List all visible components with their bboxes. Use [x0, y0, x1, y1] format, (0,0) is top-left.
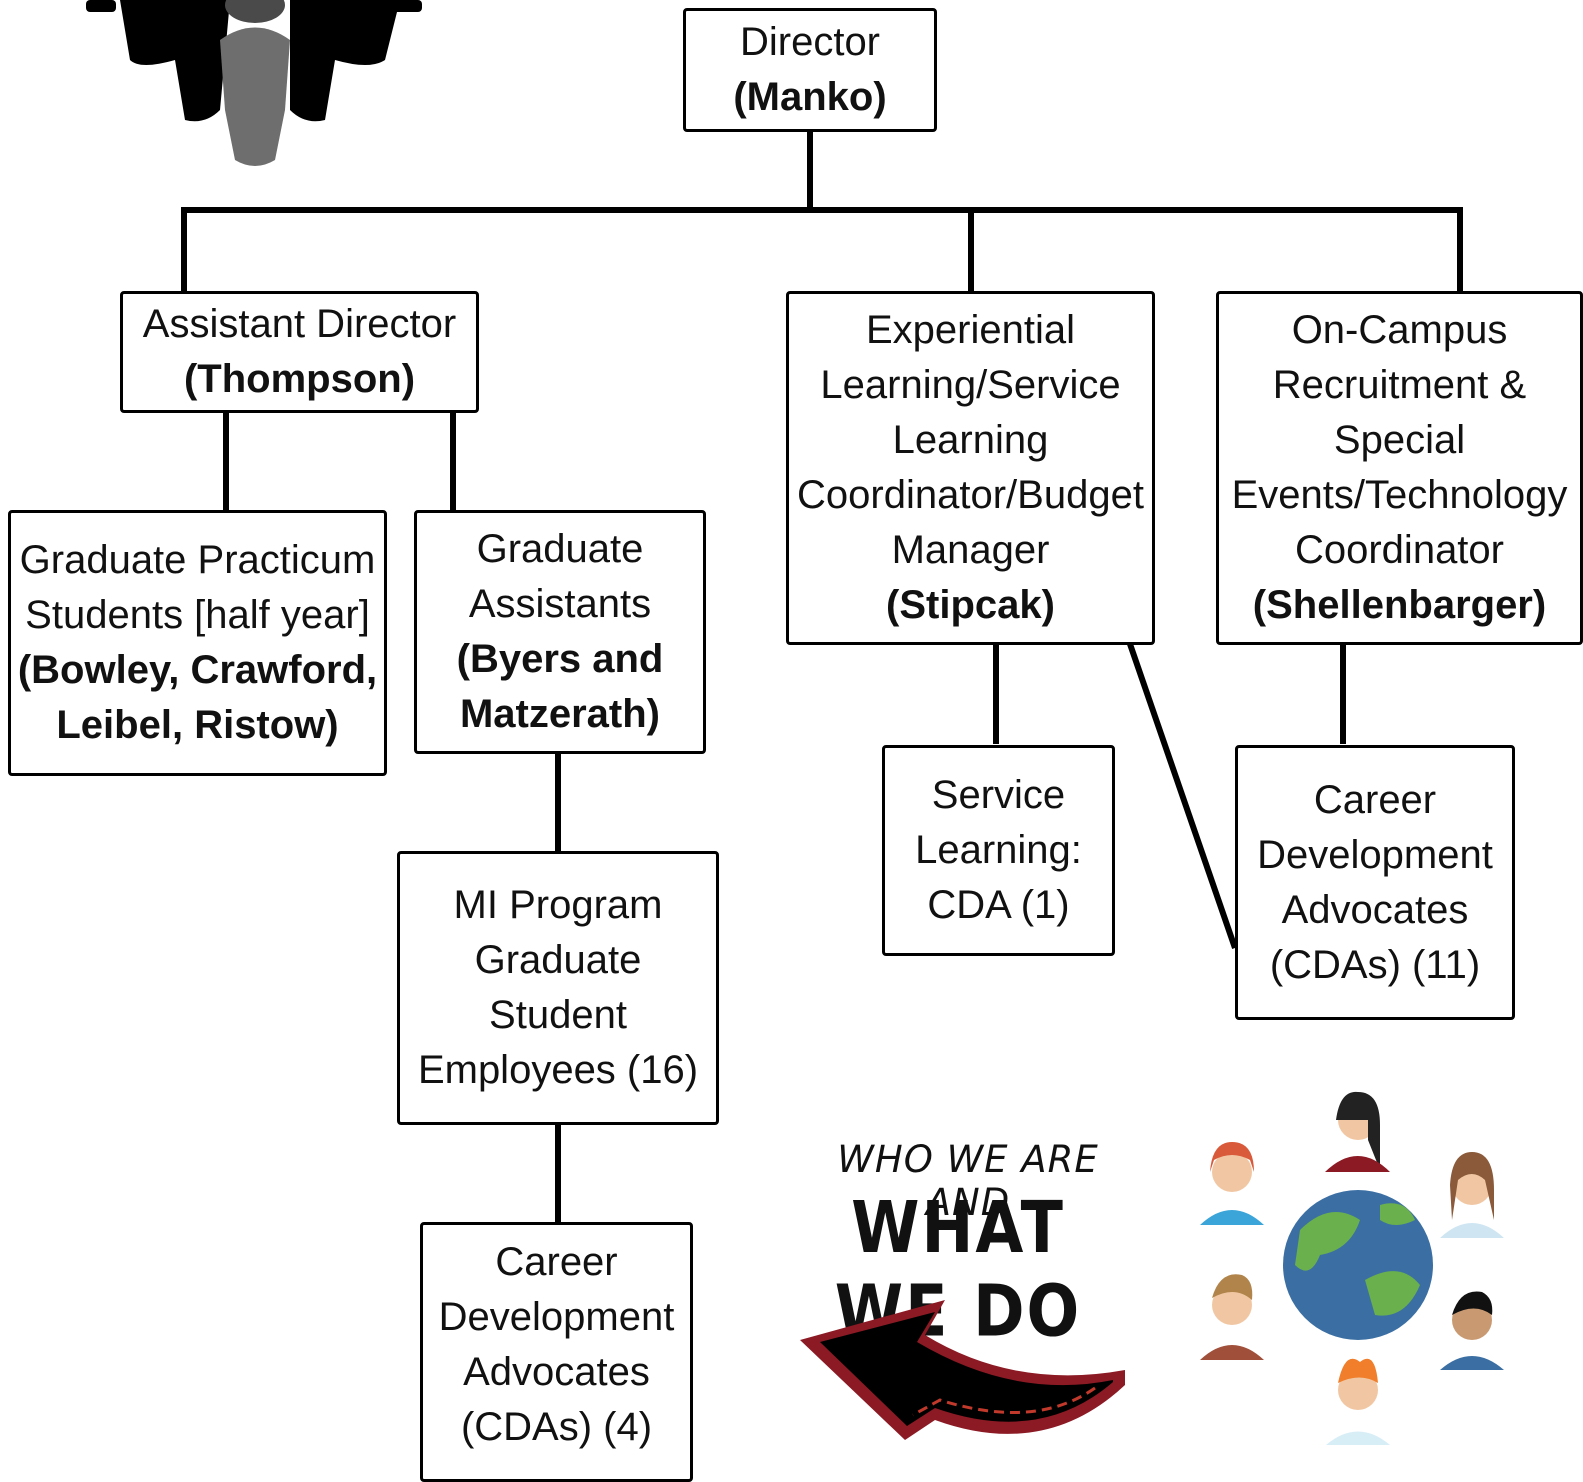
practicum-names-line: Leibel, Ristow) [56, 703, 339, 747]
experiential-title-line: Coordinator/Budget [797, 473, 1144, 517]
service-learning-title-line: Service [931, 773, 1066, 817]
cda-left-box: Career Development Advocates (CDAs) (4) [420, 1222, 693, 1482]
practicum-students-box: Graduate Practicum Students [half year] … [8, 510, 387, 776]
assistant-director-title: Assistant Director [142, 302, 457, 346]
oncampus-title-line: On-Campus [1291, 308, 1508, 352]
oncampus-title-line: Special [1333, 418, 1466, 462]
practicum-title-line: Graduate Practicum [19, 538, 376, 582]
mi-program-title-line: Graduate [474, 938, 642, 982]
graduate-assistants-box: Graduate Assistants (Byers and Matzerath… [414, 510, 706, 754]
cda-right-box: Career Development Advocates (CDAs) (11) [1235, 745, 1515, 1020]
mi-program-title-line: Student [489, 993, 627, 1037]
director-name: (Manko) [733, 75, 887, 119]
oncampus-title-line: Recruitment & [1272, 363, 1527, 407]
service-learning-title-line: CDA (1) [927, 883, 1070, 927]
assistant-director-box: Assistant Director (Thompson) [120, 291, 479, 413]
people-silhouette-icon [86, 0, 422, 166]
oncampus-title-line: Coordinator [1294, 528, 1504, 572]
experiential-title-line: Learning/Service [820, 363, 1121, 407]
cda-left-title-line: (CDAs) (4) [460, 1405, 653, 1449]
experiential-name: (Stipcak) [886, 583, 1055, 627]
oncampus-coordinator-box: On-Campus Recruitment & Special Events/T… [1216, 291, 1583, 645]
cda-left-title-line: Development [438, 1295, 675, 1339]
oncampus-name: (Shellenbarger) [1252, 583, 1547, 627]
experiential-title-line: Manager [891, 528, 1050, 572]
mi-program-title-line: Employees (16) [417, 1048, 699, 1092]
cda-right-title-line: Career [1313, 777, 1437, 822]
experiential-title-line: Learning [892, 418, 1049, 462]
oncampus-title-line: Events/Technology [1231, 473, 1568, 517]
globe-people-icon [1200, 1091, 1504, 1445]
grad-assistants-names-line: (Byers and [456, 637, 664, 681]
service-learning-box: Service Learning: CDA (1) [882, 745, 1115, 956]
experiential-coordinator-box: Experiential Learning/Service Learning C… [786, 291, 1155, 645]
experiential-title-line: Experiential [865, 308, 1075, 352]
director-box: Director (Manko) [683, 8, 937, 132]
cda-right-title-line: Advocates [1281, 887, 1469, 932]
tagline-line-2: WHAT WE DO [834, 1185, 1082, 1353]
grad-assistants-title-line: Graduate [476, 527, 644, 571]
cda-right-title-line: Development [1257, 832, 1493, 877]
grad-assistants-names-line: Matzerath) [459, 692, 661, 736]
cda-right-title-line: (CDAs) (11) [1269, 942, 1481, 987]
curved-arrow-icon [800, 1300, 1125, 1440]
grad-assistants-title-line: Assistants [468, 582, 652, 626]
mi-program-title-line: MI Program [453, 883, 663, 927]
service-learning-title-line: Learning: [915, 828, 1082, 872]
cda-left-title-line: Career [495, 1240, 618, 1284]
mi-program-employees-box: MI Program Graduate Student Employees (1… [397, 851, 719, 1125]
practicum-title-line: Students [half year] [25, 593, 370, 637]
director-title: Director [739, 20, 881, 64]
tagline-line-1: WHO WE ARE AND [837, 1138, 1099, 1224]
practicum-names-line: (Bowley, Crawford, [17, 648, 378, 692]
assistant-director-name: (Thompson) [183, 357, 416, 401]
cda-left-title-line: Advocates [463, 1350, 650, 1394]
